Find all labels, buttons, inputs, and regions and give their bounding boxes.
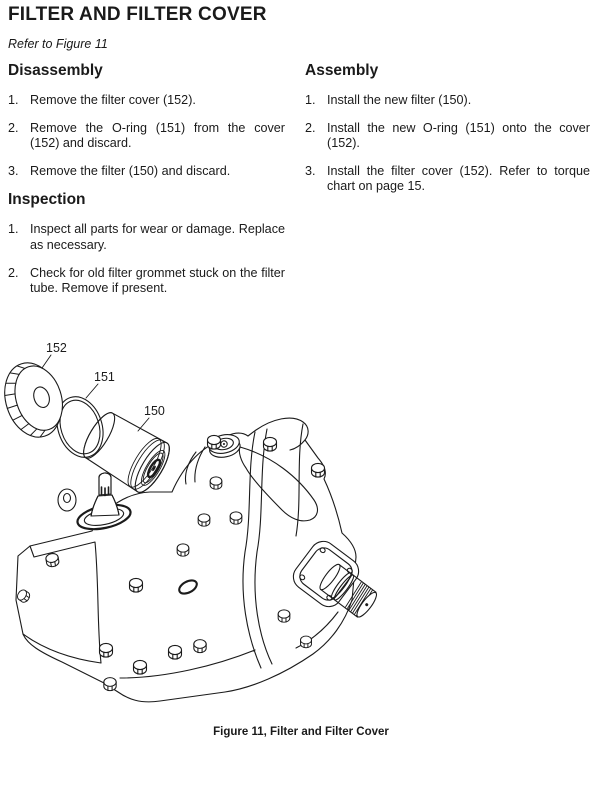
list-item: 2. Remove the O-ring (151) from the cove… [8, 121, 285, 152]
left-column: Disassembly 1. Remove the filter cover (… [8, 62, 285, 309]
item-text: Remove the O-ring (151) from the cover (… [30, 120, 285, 151]
section-disassembly: Disassembly 1. Remove the filter cover (… [8, 62, 285, 179]
item-number: 1. [305, 93, 316, 107]
item-text: Check for old filter grommet stuck on th… [30, 265, 285, 296]
list-item: 3. Install the filter cover (152). Refer… [305, 164, 590, 195]
list-item: 2. Check for old filter grommet stuck on… [8, 266, 285, 297]
leader-152 [41, 354, 52, 369]
item-number: 2. [305, 120, 316, 135]
casting-lug [57, 488, 77, 512]
part-label-150: 150 [144, 404, 165, 418]
callouts: 152 151 150 [41, 341, 165, 432]
filter-tube [90, 472, 120, 517]
item-number: 1. [8, 222, 19, 237]
list-item: 1. Install the new filter (150). [305, 93, 590, 109]
transaxle-housing-drawing [15, 417, 378, 703]
filter-cover-drawing [4, 362, 63, 438]
item-number: 3. [305, 163, 316, 178]
page-title: FILTER AND FILTER COVER [8, 4, 267, 25]
output-shaft [292, 540, 378, 618]
item-text: Remove the filter cover (152). [30, 93, 196, 107]
transaxle-exploded-drawing: 152 151 150 [4, 341, 378, 703]
section-heading: Inspection [8, 191, 86, 209]
item-text: Install the new O-ring (151) onto the co… [327, 120, 590, 151]
figure-11-illustration: 152 151 150 [0, 330, 602, 715]
section-heading: Disassembly [8, 62, 103, 79]
filter-drawing [83, 412, 170, 493]
item-number: 1. [8, 93, 19, 107]
item-text: Inspect all parts for wear or damage. Re… [30, 222, 285, 252]
item-number: 2. [8, 120, 19, 135]
part-label-152: 152 [46, 341, 67, 355]
cast-loop-rib [238, 446, 319, 522]
item-number: 3. [8, 163, 19, 178]
list-item: 1. Remove the filter cover (152). [8, 93, 285, 109]
item-text: Remove the filter (150) and discard. [30, 163, 231, 178]
section-assembly: Assembly 1. Install the new filter (150)… [305, 62, 590, 195]
leader-151 [85, 383, 99, 399]
right-column: Assembly 1. Install the new filter (150)… [305, 62, 590, 207]
figure-reference: Refer to Figure 11 [8, 37, 108, 51]
text-columns: Disassembly 1. Remove the filter cover (… [8, 62, 594, 309]
list-item: 2. Install the new O-ring (151) onto the… [305, 121, 590, 152]
drain-slot [178, 579, 198, 595]
o-ring-drawing [56, 396, 104, 458]
section-inspection: Inspection 1. Inspect all parts for wear… [8, 191, 285, 296]
item-text: Install the filter cover (152). Refer to… [327, 163, 590, 194]
list-item: 1. Inspect all parts for wear or damage.… [8, 222, 285, 253]
item-text: Install the new filter (150). [327, 93, 472, 107]
item-number: 2. [8, 265, 19, 280]
part-label-151: 151 [94, 370, 115, 384]
list-item: 3. Remove the filter (150) and discard. [8, 164, 285, 180]
section-heading: Assembly [305, 62, 379, 79]
leader-150 [137, 417, 150, 432]
figure-caption: Figure 11, Filter and Filter Cover [213, 726, 389, 738]
